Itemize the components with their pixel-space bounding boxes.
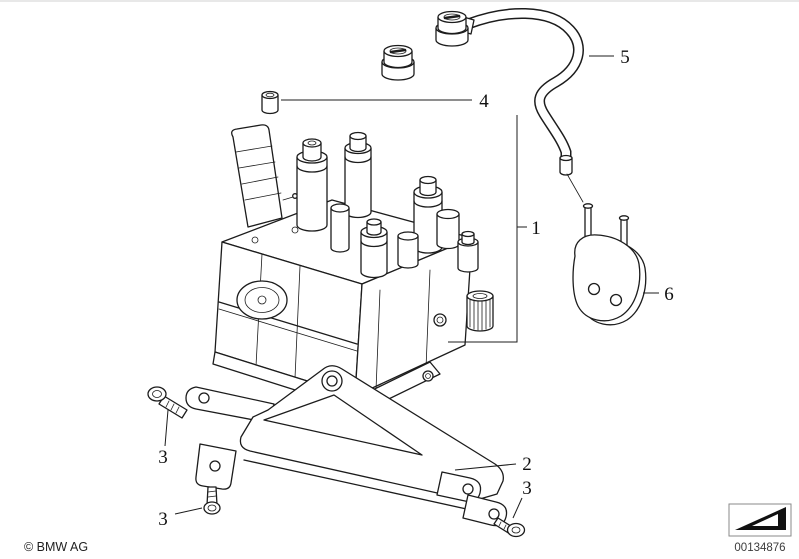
callout-3c[interactable]: 3 — [522, 478, 532, 499]
plug-drawing — [261, 90, 279, 115]
callout-3a[interactable]: 3 — [158, 447, 168, 468]
nav-arrow-icon[interactable] — [728, 503, 792, 537]
callouts: 1 2 3 3 3 4 5 6 — [158, 47, 674, 530]
hose-nipple — [559, 157, 573, 176]
unit-right-face — [354, 237, 473, 397]
copyright-text: © BMW AG — [24, 540, 88, 554]
knurled-accumulator — [466, 290, 494, 332]
hydraulic-unit-drawing — [212, 124, 494, 413]
callout-5[interactable]: 5 — [620, 47, 630, 68]
image-number: 00134876 — [734, 542, 785, 554]
screw-drawing-bottom-left — [203, 486, 221, 515]
connector-block — [231, 124, 298, 228]
bracket-cutout — [263, 394, 423, 456]
bracket-drawing — [185, 365, 508, 527]
hose-drawing — [456, 7, 584, 203]
screw-drawing-bottom-right — [493, 517, 526, 538]
callout-6[interactable]: 6 — [664, 284, 674, 305]
dust-caps-drawing — [381, 10, 469, 81]
screw-drawing-top-left — [147, 386, 188, 419]
footer: © BMW AG 00134876 — [24, 503, 792, 554]
callout-3b[interactable]: 3 — [158, 509, 168, 530]
callout-1[interactable]: 1 — [531, 218, 541, 239]
callout-4[interactable]: 4 — [479, 91, 489, 112]
callout-2[interactable]: 2 — [522, 454, 532, 475]
valve-cylinders — [296, 131, 479, 279]
pad-part-drawing — [572, 203, 647, 326]
pump-end-cap — [236, 280, 288, 320]
leader-lines — [164, 55, 659, 519]
